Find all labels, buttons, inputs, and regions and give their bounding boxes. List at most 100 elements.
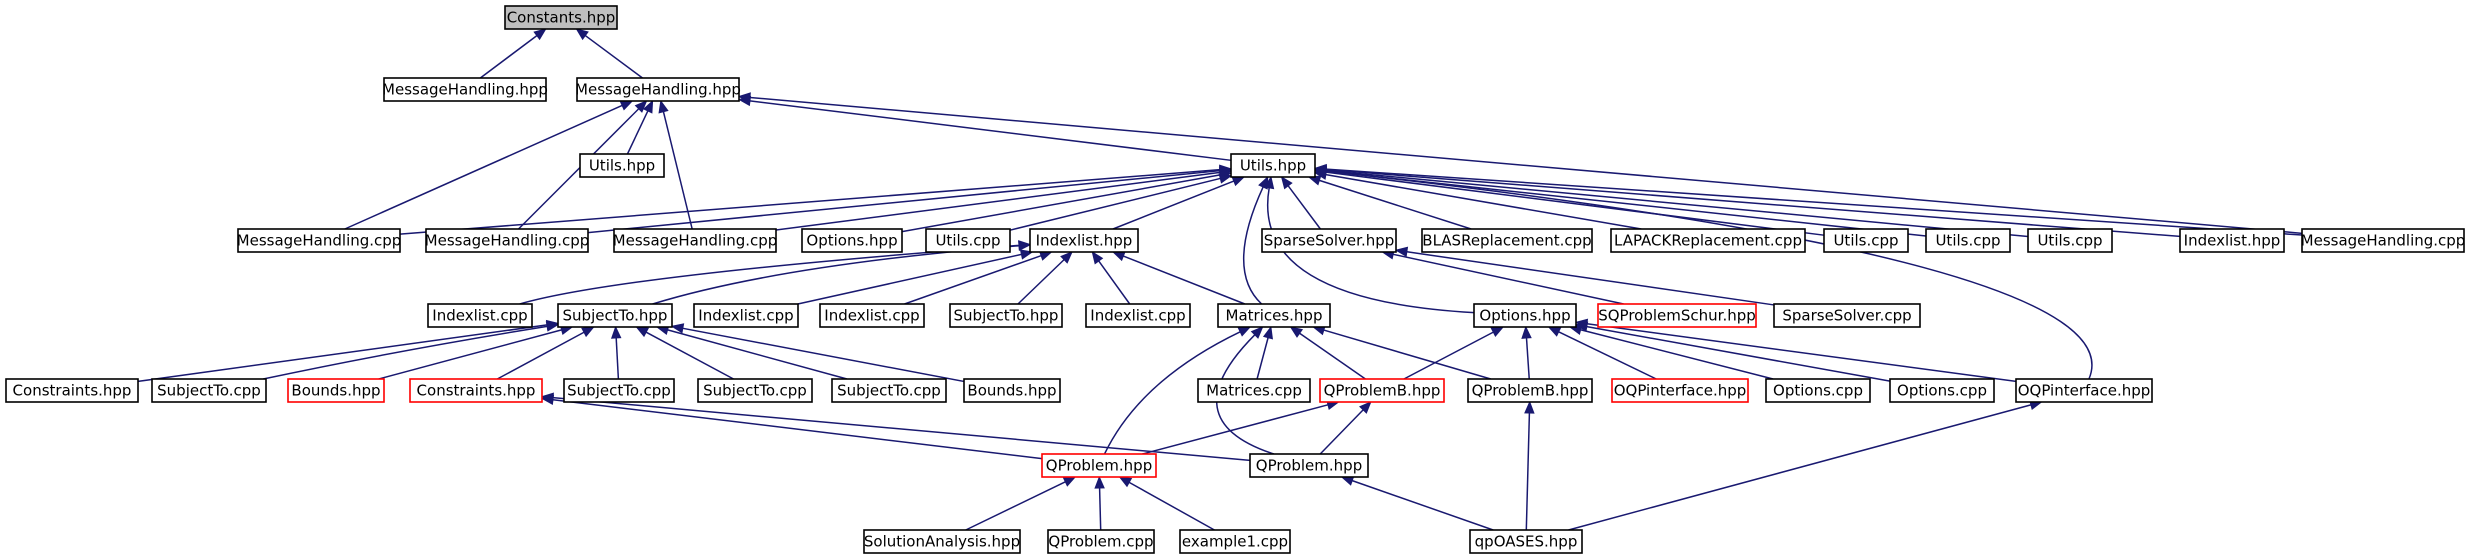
node-msghandling-hpp-a[interactable]: MessageHandling.hpp bbox=[382, 77, 548, 102]
node-msghandling-cpp-1[interactable]: MessageHandling.cpp bbox=[237, 228, 402, 253]
node-box[interactable] bbox=[287, 378, 385, 403]
node-box[interactable] bbox=[1230, 153, 1316, 178]
node-indexlist-hpp-2[interactable]: Indexlist.hpp bbox=[2179, 228, 2285, 253]
node-box[interactable] bbox=[1773, 303, 1921, 328]
node-box[interactable] bbox=[1469, 529, 1583, 554]
node-msghandling-hpp-b[interactable]: MessageHandling.hpp bbox=[575, 77, 741, 102]
node-indexlist-hpp[interactable]: Indexlist.hpp bbox=[1029, 228, 1139, 253]
node-subjectto-cpp-2[interactable]: SubjectTo.cpp bbox=[563, 378, 675, 403]
node-solutionanalysis-hpp[interactable]: SolutionAnalysis.hpp bbox=[863, 529, 1021, 554]
node-box[interactable] bbox=[1823, 228, 1909, 253]
node-box[interactable] bbox=[151, 378, 267, 403]
node-indexlist-cpp-3[interactable]: Indexlist.cpp bbox=[819, 303, 925, 328]
node-qproblem-cpp[interactable]: QProblem.cpp bbox=[1047, 529, 1155, 554]
node-box[interactable] bbox=[504, 5, 618, 30]
node-bounds-hpp[interactable]: Bounds.hpp bbox=[963, 378, 1061, 403]
node-box[interactable] bbox=[237, 228, 401, 253]
node-box[interactable] bbox=[1611, 378, 1749, 403]
node-qproblemb-hpp[interactable]: QProblemB.hpp bbox=[1467, 378, 1593, 403]
node-utils-hpp-small[interactable]: Utils.hpp bbox=[579, 153, 665, 178]
node-indexlist-cpp-2[interactable]: Indexlist.cpp bbox=[693, 303, 799, 328]
node-box[interactable] bbox=[819, 303, 925, 328]
node-box[interactable] bbox=[2301, 228, 2465, 253]
node-utils-cpp-1[interactable]: Utils.cpp bbox=[925, 228, 1011, 253]
node-utils-cpp-4[interactable]: Utils.cpp bbox=[2027, 228, 2113, 253]
node-box[interactable] bbox=[693, 303, 799, 328]
node-box[interactable] bbox=[1473, 303, 1577, 328]
node-box[interactable] bbox=[1889, 378, 1995, 403]
node-lapackreplacement-cpp[interactable]: LAPACKReplacement.cpp bbox=[1610, 228, 1806, 253]
node-qproblem-hpp-red[interactable]: QProblem.hpp bbox=[1041, 453, 1157, 478]
node-options-hpp-small[interactable]: Options.hpp bbox=[801, 228, 903, 253]
node-sparsesolver-hpp[interactable]: SparseSolver.hpp bbox=[1261, 228, 1397, 253]
node-box[interactable] bbox=[801, 228, 903, 253]
node-box[interactable] bbox=[576, 77, 740, 102]
node-bounds-hpp-red[interactable]: Bounds.hpp bbox=[287, 378, 385, 403]
node-indexlist-cpp-1[interactable]: Indexlist.cpp bbox=[427, 303, 533, 328]
node-box[interactable] bbox=[1261, 228, 1397, 253]
node-box[interactable] bbox=[1249, 453, 1369, 478]
node-box[interactable] bbox=[2179, 228, 2285, 253]
node-box[interactable] bbox=[1925, 228, 2011, 253]
node-indexlist-cpp-4[interactable]: Indexlist.cpp bbox=[1085, 303, 1191, 328]
node-utils-cpp-3[interactable]: Utils.cpp bbox=[1925, 228, 2011, 253]
node-box[interactable] bbox=[925, 228, 1011, 253]
node-constraints-hpp-1[interactable]: Constraints.hpp bbox=[5, 378, 139, 403]
node-box[interactable] bbox=[1085, 303, 1191, 328]
node-utils-cpp-2[interactable]: Utils.cpp bbox=[1823, 228, 1909, 253]
node-options-cpp-2[interactable]: Options.cpp bbox=[1889, 378, 1995, 403]
node-box[interactable] bbox=[1421, 228, 1593, 253]
node-box[interactable] bbox=[1597, 303, 1757, 328]
node-oqpinterface-hpp-red[interactable]: OQPinterface.hpp bbox=[1611, 378, 1749, 403]
node-box[interactable] bbox=[831, 378, 947, 403]
node-matrices-cpp[interactable]: Matrices.cpp bbox=[1197, 378, 1311, 403]
node-subjectto-cpp-4[interactable]: SubjectTo.cpp bbox=[831, 378, 947, 403]
node-box[interactable] bbox=[2027, 228, 2113, 253]
node-msghandling-cpp-3[interactable]: MessageHandling.cpp bbox=[613, 228, 778, 253]
node-sqproblemschur-hpp[interactable]: SQProblemSchur.hpp bbox=[1597, 303, 1757, 328]
node-box[interactable] bbox=[1041, 453, 1157, 478]
node-constants-hpp[interactable]: Constants.hpp bbox=[504, 5, 618, 30]
node-box[interactable] bbox=[1765, 378, 1871, 403]
node-oqpinterface-hpp[interactable]: OQPinterface.hpp bbox=[2015, 378, 2153, 403]
node-box[interactable] bbox=[1217, 303, 1331, 328]
node-box[interactable] bbox=[2015, 378, 2153, 403]
node-box[interactable] bbox=[557, 303, 673, 328]
node-box[interactable] bbox=[409, 378, 543, 403]
node-options-cpp-1[interactable]: Options.cpp bbox=[1765, 378, 1871, 403]
node-constraints-hpp-red[interactable]: Constraints.hpp bbox=[409, 378, 543, 403]
node-example1-cpp[interactable]: example1.cpp bbox=[1179, 529, 1291, 554]
node-box[interactable] bbox=[613, 228, 777, 253]
node-box[interactable] bbox=[863, 529, 1021, 554]
node-qproblem-hpp[interactable]: QProblem.hpp bbox=[1249, 453, 1369, 478]
node-msghandling-cpp-2[interactable]: MessageHandling.cpp bbox=[425, 228, 590, 253]
node-box[interactable] bbox=[1197, 378, 1311, 403]
node-blasreplacement-cpp[interactable]: BLASReplacement.cpp bbox=[1421, 228, 1593, 253]
node-box[interactable] bbox=[563, 378, 675, 403]
node-box[interactable] bbox=[1467, 378, 1593, 403]
node-box[interactable] bbox=[425, 228, 589, 253]
node-subjectto-cpp-3[interactable]: SubjectTo.cpp bbox=[697, 378, 813, 403]
node-box[interactable] bbox=[427, 303, 533, 328]
node-matrices-hpp[interactable]: Matrices.hpp bbox=[1217, 303, 1331, 328]
node-utils-hpp[interactable]: Utils.hpp bbox=[1230, 153, 1316, 178]
node-box[interactable] bbox=[697, 378, 813, 403]
node-box[interactable] bbox=[383, 77, 547, 102]
node-sparsesolver-cpp[interactable]: SparseSolver.cpp bbox=[1773, 303, 1921, 328]
node-subjectto-hpp-2[interactable]: SubjectTo.hpp bbox=[949, 303, 1063, 328]
node-box[interactable] bbox=[579, 153, 665, 178]
node-qpoases-hpp[interactable]: qpOASES.hpp bbox=[1469, 529, 1583, 554]
node-msghandling-cpp-4[interactable]: MessageHandling.cpp bbox=[2301, 228, 2466, 253]
node-box[interactable] bbox=[1029, 228, 1139, 253]
node-box[interactable] bbox=[949, 303, 1063, 328]
node-subjectto-cpp-1[interactable]: SubjectTo.cpp bbox=[151, 378, 267, 403]
node-box[interactable] bbox=[1047, 529, 1155, 554]
node-box[interactable] bbox=[963, 378, 1061, 403]
node-box[interactable] bbox=[1610, 228, 1806, 253]
node-box[interactable] bbox=[1179, 529, 1291, 554]
node-options-hpp[interactable]: Options.hpp bbox=[1473, 303, 1577, 328]
node-box[interactable] bbox=[5, 378, 139, 403]
node-box[interactable] bbox=[1319, 378, 1445, 403]
node-qproblemb-hpp-red[interactable]: QProblemB.hpp bbox=[1319, 378, 1445, 403]
node-subjectto-hpp[interactable]: SubjectTo.hpp bbox=[557, 303, 673, 328]
